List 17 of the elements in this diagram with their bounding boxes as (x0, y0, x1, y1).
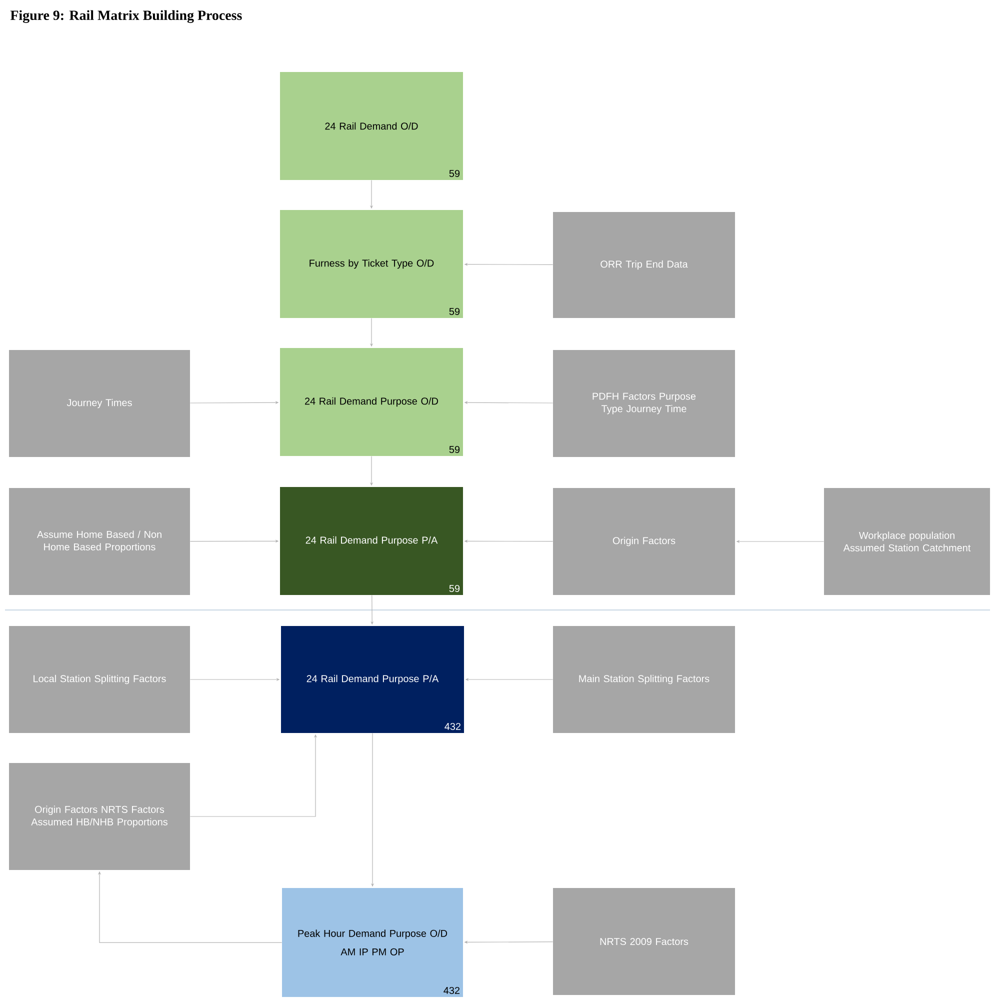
process-box: Peak Hour Demand Purpose O/D AM IP PM OP 432 (282, 888, 463, 998)
input-box: Journey Times (9, 350, 190, 457)
input-box: NRTS 2009 Factors (553, 888, 735, 996)
input-box: Workplace population Assumed Station Catchment (824, 488, 990, 595)
input-box: Local Station Splitting Factors (9, 626, 190, 733)
input-box: Main Station Splitting Factors (553, 626, 735, 733)
process-box: Furness by Ticket Type O/D 59 (280, 210, 463, 318)
process-box: 24 Rail Demand O/D 59 (280, 72, 463, 180)
input-box: Origin Factors (553, 488, 735, 595)
input-box: PDFH Factors Purpose Type Journey Time (553, 350, 735, 457)
process-box: 24 Rail Demand Purpose P/A 432 (281, 626, 464, 733)
process-box: 24 Rail Demand Purpose P/A 59 (280, 487, 463, 595)
input-box: Assume Home Based / Non Home Based Proportions (9, 488, 190, 595)
input-box: Origin Factors NRTS Factors Assumed HB/NHB Proportions (9, 763, 190, 870)
input-box: ORR Trip End Data (553, 212, 735, 318)
figure-title: Figure 9: Rail Matrix Building Process (10, 10, 242, 23)
process-box: 24 Rail Demand Purpose O/D 59 (280, 348, 463, 456)
